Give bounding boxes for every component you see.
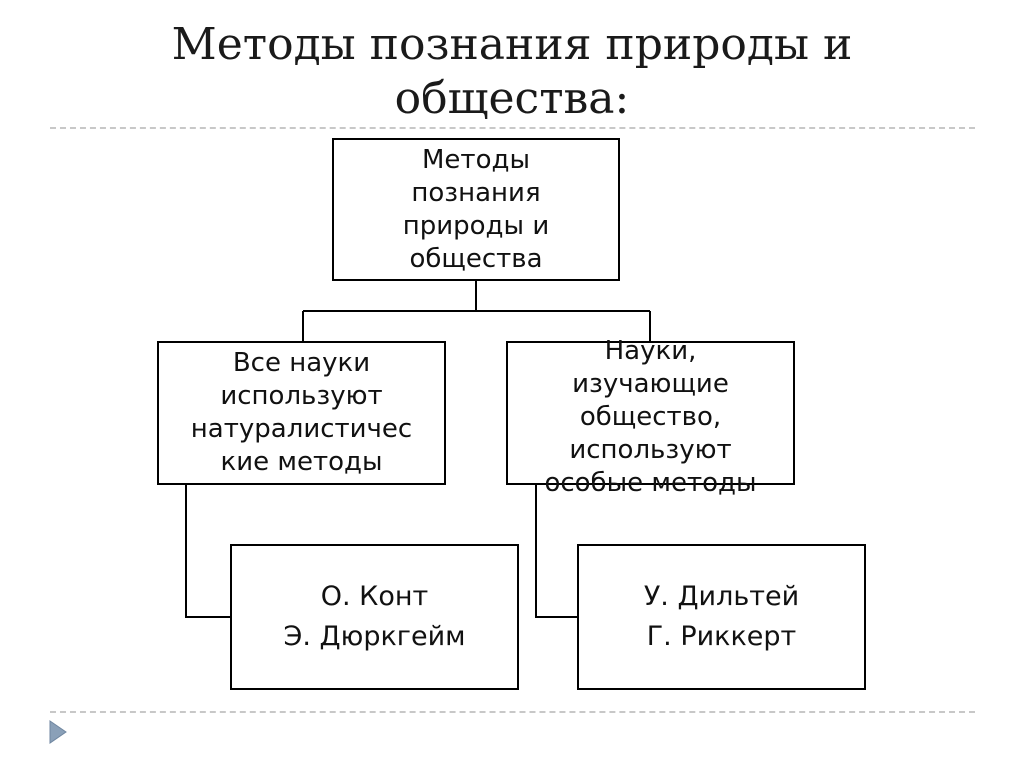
slide-title-line-1: Методы познания природы и bbox=[171, 19, 853, 70]
bottom-divider bbox=[50, 711, 975, 713]
top-divider bbox=[50, 127, 975, 129]
triangle-right-icon[interactable] bbox=[48, 719, 68, 745]
root-line-1: Методы bbox=[422, 144, 530, 175]
root-line-3: природы и bbox=[402, 210, 550, 241]
right-branch-line-1: Науки, bbox=[604, 336, 697, 366]
right-branch-line-2: изучающие bbox=[572, 369, 729, 399]
right-branch-line-5: особые методы bbox=[544, 468, 757, 498]
left-branch-line-2: используют bbox=[220, 381, 383, 411]
slide-title: Методы познания природы и общества: bbox=[0, 18, 1024, 126]
right-branch-text: Науки, изучающие общество, используют ос… bbox=[508, 335, 793, 500]
root-line-2: познания bbox=[411, 177, 541, 208]
right-name-1: У. Дильтей bbox=[643, 581, 800, 612]
slide-title-line-2: общества: bbox=[394, 73, 630, 124]
root-box: Методы познания природы и общества bbox=[332, 138, 620, 281]
left-name-2: Э. Дюркгейм bbox=[283, 621, 466, 652]
right-branch-line-3: общество, bbox=[579, 402, 722, 432]
root-line-4: общества bbox=[409, 243, 543, 274]
connector-right-to-names bbox=[535, 485, 577, 618]
left-branch-line-1: Все науки bbox=[232, 348, 371, 378]
right-branch-box: Науки, изучающие общество, используют ос… bbox=[506, 336, 795, 498]
left-name-1: О. Конт bbox=[320, 581, 429, 612]
connector-left-to-names bbox=[185, 485, 230, 618]
left-branch-line-4: кие методы bbox=[220, 447, 383, 477]
left-branch-box: Все науки используют натуралистичес кие … bbox=[157, 341, 446, 485]
right-name-2: Г. Риккерт bbox=[646, 621, 797, 652]
right-branch-line-4: используют bbox=[569, 435, 732, 465]
left-names-box: О. Конт Э. Дюркгейм bbox=[230, 544, 519, 690]
right-names-box: У. Дильтей Г. Риккерт bbox=[577, 544, 866, 690]
left-branch-line-3: натуралистичес bbox=[190, 414, 413, 444]
